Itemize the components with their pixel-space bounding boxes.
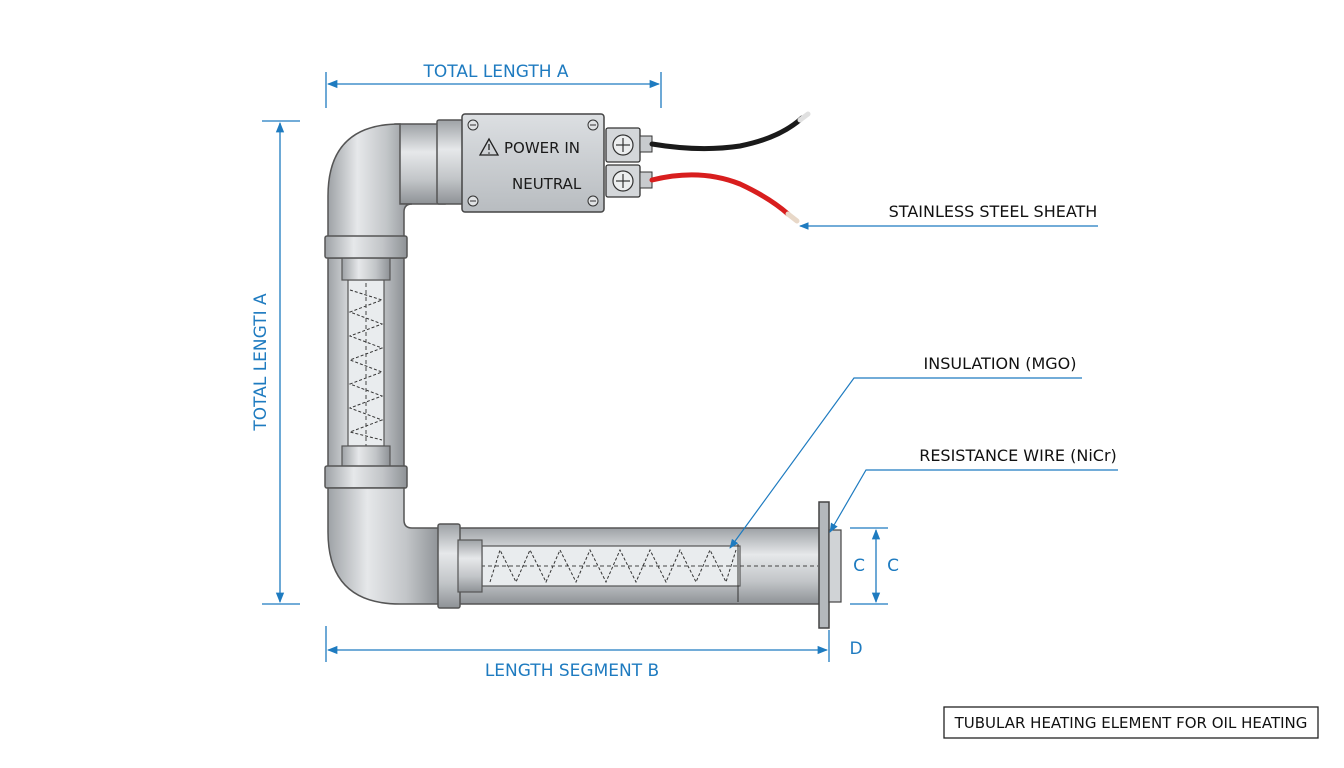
d-label: D [849,639,862,659]
insulation-leader [729,377,1082,549]
red-wire-tip [785,211,800,224]
title-box-text: TUBULAR HEATING ELEMENT FOR OIL HEATING [954,714,1308,732]
junction-box-body [461,113,605,213]
bottom-elbow [327,487,441,605]
box-coupling [436,119,464,205]
vertical-resistance-coil [348,289,384,441]
vertical-collar-bottom [341,445,391,469]
end-flange [818,501,830,629]
total-length-top-label: TOTAL LENGTH A [422,62,568,82]
c-label-right: C [887,556,899,576]
horizontal-coupling [437,523,461,609]
horizontal-collar [457,539,483,593]
insulation-callout: INSULATION (MGO) [924,354,1077,373]
lower-coupling [324,465,408,489]
length-segment-label: LENGTH SEGMENT B [485,661,659,681]
red-wire [649,172,791,217]
neutral-label: NEUTRAL [512,175,582,193]
power-in-label: POWER IN [504,139,580,157]
c-label-left: C [853,556,865,576]
resistance-wire-leader [829,469,1118,533]
top-elbow [327,123,413,241]
lead-wires [649,111,811,224]
title-box: TUBULAR HEATING ELEMENT FOR OIL HEATING [943,706,1319,739]
resistance-wire-callout: RESISTANCE WIRE (NiCr) [919,446,1117,465]
end-plug [828,529,842,603]
total-length-side-label: TOTAL LENGTI A [251,293,271,432]
upper-coupling [324,235,408,259]
callouts: STAINLESS STEEL SHEATH INSULATION (MGO) … [729,202,1118,549]
vertical-collar-top [341,257,391,281]
dimension-lines: TOTAL LENGTH A TOTAL LENGTI A LENGTH SEG… [251,62,899,681]
junction-box: POWER IN NEUTRAL [461,113,653,213]
sheath-callout: STAINLESS STEEL SHEATH [889,202,1098,221]
pipe-assembly [324,119,842,629]
black-wire-tip [797,111,811,123]
black-wire [649,115,805,152]
title-box-frame [943,706,1319,739]
warning-icon [478,137,500,156]
